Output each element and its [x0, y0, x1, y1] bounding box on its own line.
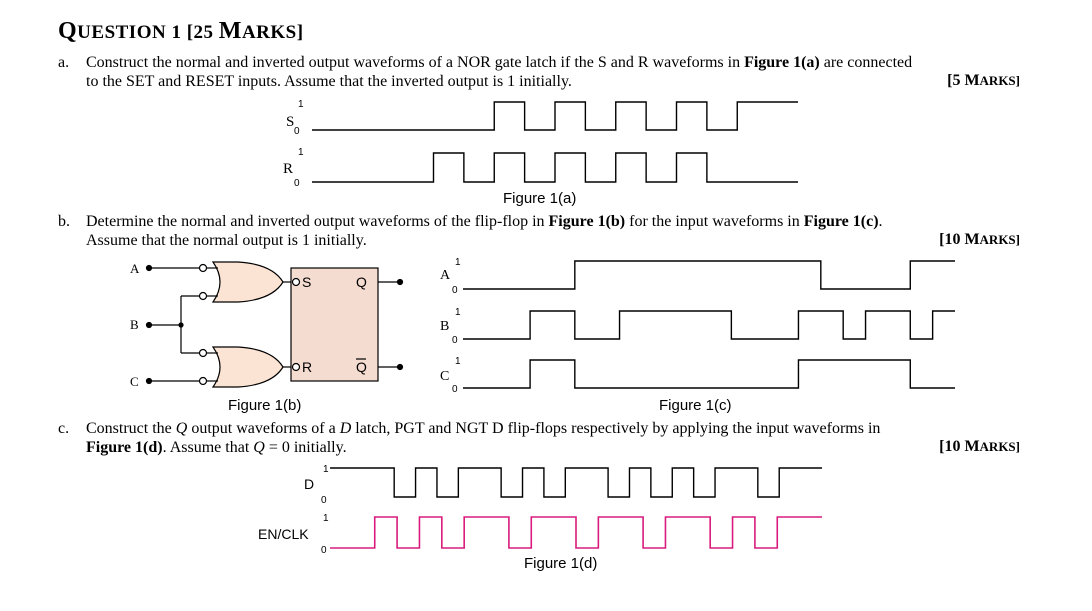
figure-1a-caption: Figure 1(a) [503, 190, 576, 207]
signal-b-waveform [463, 310, 955, 340]
signal-d-low-tick: 0 [321, 495, 327, 506]
sr-latch-block [290, 267, 379, 382]
signal-c-waveform [463, 359, 955, 389]
signal-s-label: S [286, 114, 294, 130]
signal-c-low-tick: 0 [452, 384, 458, 395]
part-c-marks: [10 MARKS] [939, 438, 1020, 455]
signal-d-waveform [330, 467, 822, 498]
figure-1d-caption: Figure 1(d) [524, 555, 597, 572]
input-a-label: A [130, 261, 140, 276]
signal-a-waveform [463, 260, 955, 290]
part-a-marks: [5 MARKS] [947, 72, 1020, 89]
input-c-label: C [130, 374, 139, 389]
part-b-letter: b. [58, 213, 70, 230]
pin-qbar-label: Q [356, 359, 367, 375]
figure-1b-circuit: A B C S R Q Q [130, 261, 404, 414]
signal-a-label: A [440, 268, 451, 283]
pin-r-label: R [302, 359, 312, 375]
part-b-marks: [10 MARKS] [939, 231, 1020, 248]
signal-a-low-tick: 0 [452, 285, 458, 296]
inversion-bubble [291, 362, 301, 372]
inversion-bubble [198, 348, 208, 358]
signal-r-waveform [312, 152, 798, 183]
output-q-terminal [396, 278, 404, 286]
signal-r-label: R [283, 161, 293, 177]
part-a-letter: a. [58, 54, 70, 71]
figure-1a: S 1 0 R 1 0 Figure 1(a) [283, 99, 798, 207]
part-b-line1: Determine the normal and inverted output… [86, 213, 883, 230]
signal-b-high-tick: 1 [455, 307, 461, 318]
figure-1d: D 1 0 EN/CLK 1 0 Figure 1(d) [258, 464, 822, 572]
inversion-bubble [198, 291, 208, 301]
nand-gate-top [211, 261, 284, 303]
output-qbar-terminal [396, 363, 404, 371]
inversion-bubble [198, 376, 208, 386]
part-b-line2: Assume that the normal output is 1 initi… [86, 232, 367, 249]
inversion-bubble [291, 277, 301, 287]
signal-r-high-tick: 1 [298, 147, 304, 158]
signal-c-label: C [440, 369, 449, 384]
question-title: QUESTION 1 [25 MARKS] [58, 18, 304, 44]
part-c-line2: Figure 1(d). Assume that Q = 0 initially… [86, 439, 347, 456]
signal-b-label: B [440, 319, 449, 334]
part-a-line1: Construct the normal and inverted output… [86, 54, 913, 71]
figure-1c: A 1 0 B 1 0 C 1 0 Figure 1(c) [440, 257, 955, 414]
signal-en-clk-low-tick: 0 [321, 545, 327, 556]
signal-c-high-tick: 1 [455, 356, 461, 367]
part-c-letter: c. [58, 420, 70, 437]
signal-a-high-tick: 1 [455, 257, 461, 268]
signal-en-clk-waveform [330, 516, 822, 549]
figure-1c-caption: Figure 1(c) [659, 397, 732, 414]
signal-s-waveform [312, 101, 798, 131]
signal-s-low-tick: 0 [294, 126, 300, 137]
signal-d-high-tick: 1 [323, 464, 329, 475]
pin-q-label: Q [356, 274, 367, 290]
pin-s-label: S [302, 274, 311, 290]
signal-s-high-tick: 1 [298, 99, 304, 110]
nand-gate-bottom [211, 346, 284, 388]
signal-r-low-tick: 0 [294, 178, 300, 189]
input-b-label: B [130, 317, 139, 332]
inversion-bubble [198, 263, 208, 273]
signal-b-low-tick: 0 [452, 335, 458, 346]
part-c-line1: Construct the Q output waveforms of a D … [86, 420, 881, 437]
signal-d-label: D [304, 476, 314, 492]
figure-1b-caption: Figure 1(b) [228, 397, 301, 414]
signal-en-clk-high-tick: 1 [323, 513, 329, 524]
signal-en-clk-label: EN/CLK [258, 526, 309, 542]
part-a-line2: to the SET and RESET inputs. Assume that… [86, 73, 572, 90]
